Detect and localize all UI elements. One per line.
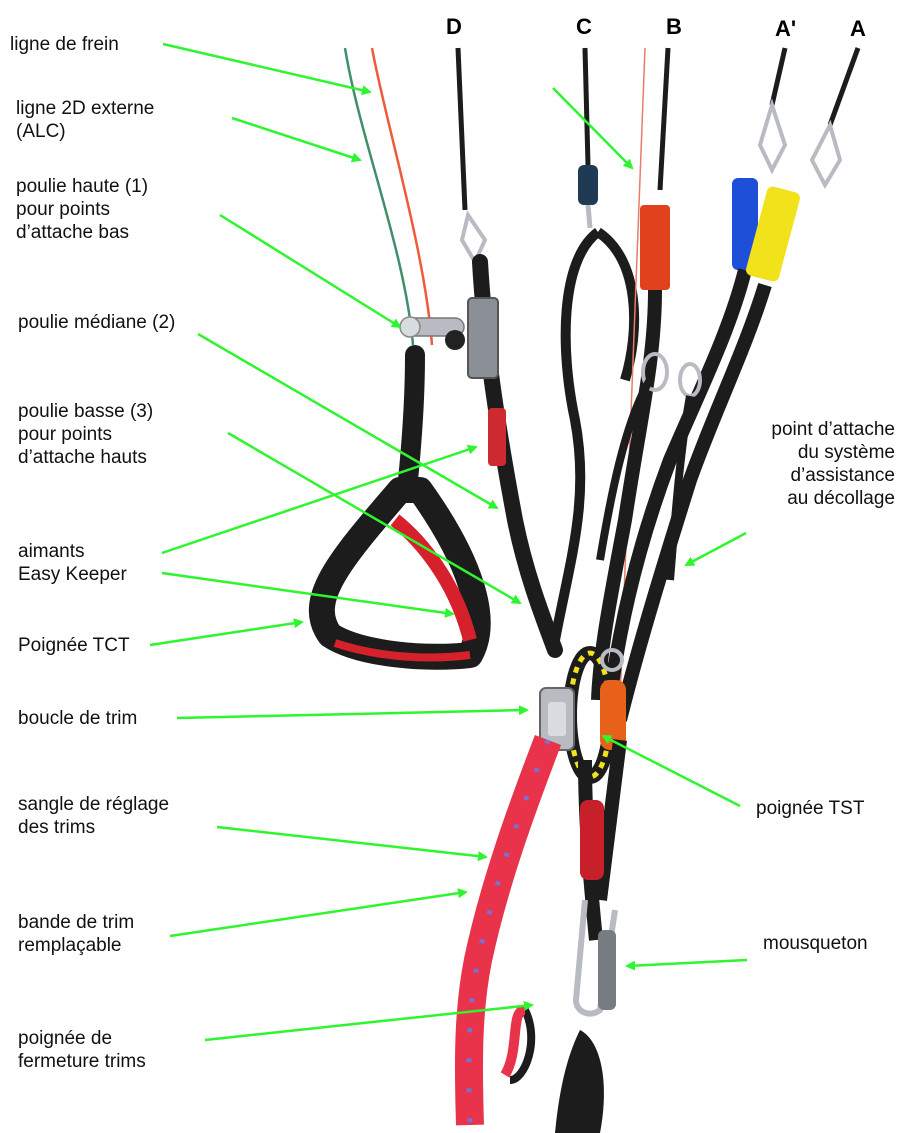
pulley-assembly <box>400 317 465 350</box>
riser-label-c: C <box>576 14 592 40</box>
label-ligne-2d-line2: (ALC) <box>16 120 154 143</box>
label-poulie-haute-line3: d’attache bas <box>16 221 148 244</box>
label-poulie-haute-line1: poulie haute (1) <box>16 175 148 198</box>
label-poulie-basse-line3: d’attache hauts <box>18 446 153 469</box>
tct-handle <box>322 355 478 657</box>
label-poulie-mediane: poulie médiane (2) <box>18 311 175 334</box>
label-point-attache-line3: d’assistance <box>771 464 895 487</box>
label-poulie-basse-line1: poulie basse (3) <box>18 400 153 423</box>
arrow-poulie-basse <box>228 433 520 603</box>
label-poulie-haute-line2: pour points <box>16 198 148 221</box>
arrow-boucle-trim <box>177 710 527 718</box>
label-sangle-reglage-line2: des trims <box>18 816 169 839</box>
arrow-sangle-reglage <box>217 827 486 857</box>
label-boucle-trim: boucle de trim <box>18 707 137 730</box>
arrow-mousqueton <box>627 960 747 966</box>
label-bande-trim-line1: bande de trim <box>18 911 134 934</box>
label-point-attache-line2: du système <box>771 441 895 464</box>
arrow-aimants-2 <box>162 573 453 614</box>
label-point-attache-line4: au décollage <box>771 487 895 510</box>
label-ligne-2d-line1: ligne 2D externe <box>16 97 154 120</box>
label-poignee-tct: Poignée TCT <box>18 634 130 657</box>
riser-label-b: B <box>666 14 682 40</box>
label-mousqueton: mousqueton <box>763 932 868 955</box>
arrow-ligne-2d <box>232 118 360 160</box>
riser-label-a-prime: A' <box>775 16 796 42</box>
label-sangle-reglage: sangle de réglage des trims <box>18 793 169 839</box>
arrow-b-riser <box>553 88 632 168</box>
label-aimants-line1: aimants <box>18 540 127 563</box>
trim-strap <box>469 740 548 1125</box>
lower-strap <box>555 740 620 1133</box>
arrow-point-attache <box>686 533 746 565</box>
riser-label-a: A <box>850 16 866 42</box>
riser-label-d: D <box>446 14 462 40</box>
arrow-bande-trim <box>170 892 466 936</box>
arrow-poulie-mediane <box>198 334 497 508</box>
label-poulie-basse-line2: pour points <box>18 423 153 446</box>
riser-a <box>620 48 858 720</box>
label-point-attache: point d’attache du système d’assistance … <box>771 418 895 510</box>
arrow-poignee-tct <box>150 622 302 645</box>
label-poulie-basse: poulie basse (3) pour points d’attache h… <box>18 400 153 469</box>
arrow-poulie-haute <box>220 215 400 327</box>
label-poignee-fermeture-line2: fermeture trims <box>18 1050 146 1073</box>
label-aimants-line2: Easy Keeper <box>18 563 127 586</box>
label-bande-trim: bande de trim remplaçable <box>18 911 134 957</box>
label-aimants: aimants Easy Keeper <box>18 540 127 586</box>
arrow-poignee-tst <box>603 736 740 806</box>
label-poignee-fermeture-line1: poignée de <box>18 1027 146 1050</box>
label-bande-trim-line2: remplaçable <box>18 934 134 957</box>
label-poulie-haute: poulie haute (1) pour points d’attache b… <box>16 175 148 244</box>
label-ligne-de-frein: ligne de frein <box>10 33 119 56</box>
label-point-attache-line1: point d’attache <box>771 418 895 441</box>
label-poignee-tst: poignée TST <box>756 797 864 820</box>
label-sangle-reglage-line1: sangle de réglage <box>18 793 169 816</box>
label-poignee-fermeture: poignée de fermeture trims <box>18 1027 146 1073</box>
arrow-ligne-de-frein <box>163 44 370 92</box>
label-ligne-2d: ligne 2D externe (ALC) <box>16 97 154 143</box>
